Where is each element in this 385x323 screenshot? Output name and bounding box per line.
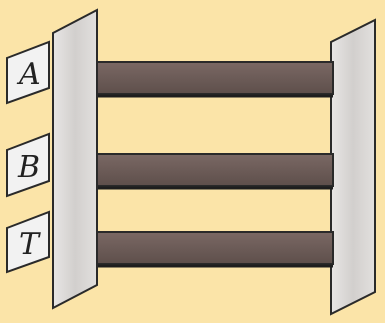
label-b-text: B xyxy=(17,150,40,185)
label-a-text: A xyxy=(16,57,41,92)
left-side-panel xyxy=(53,10,97,308)
label-t-text: T xyxy=(19,227,41,262)
right-side-panel xyxy=(331,20,375,314)
